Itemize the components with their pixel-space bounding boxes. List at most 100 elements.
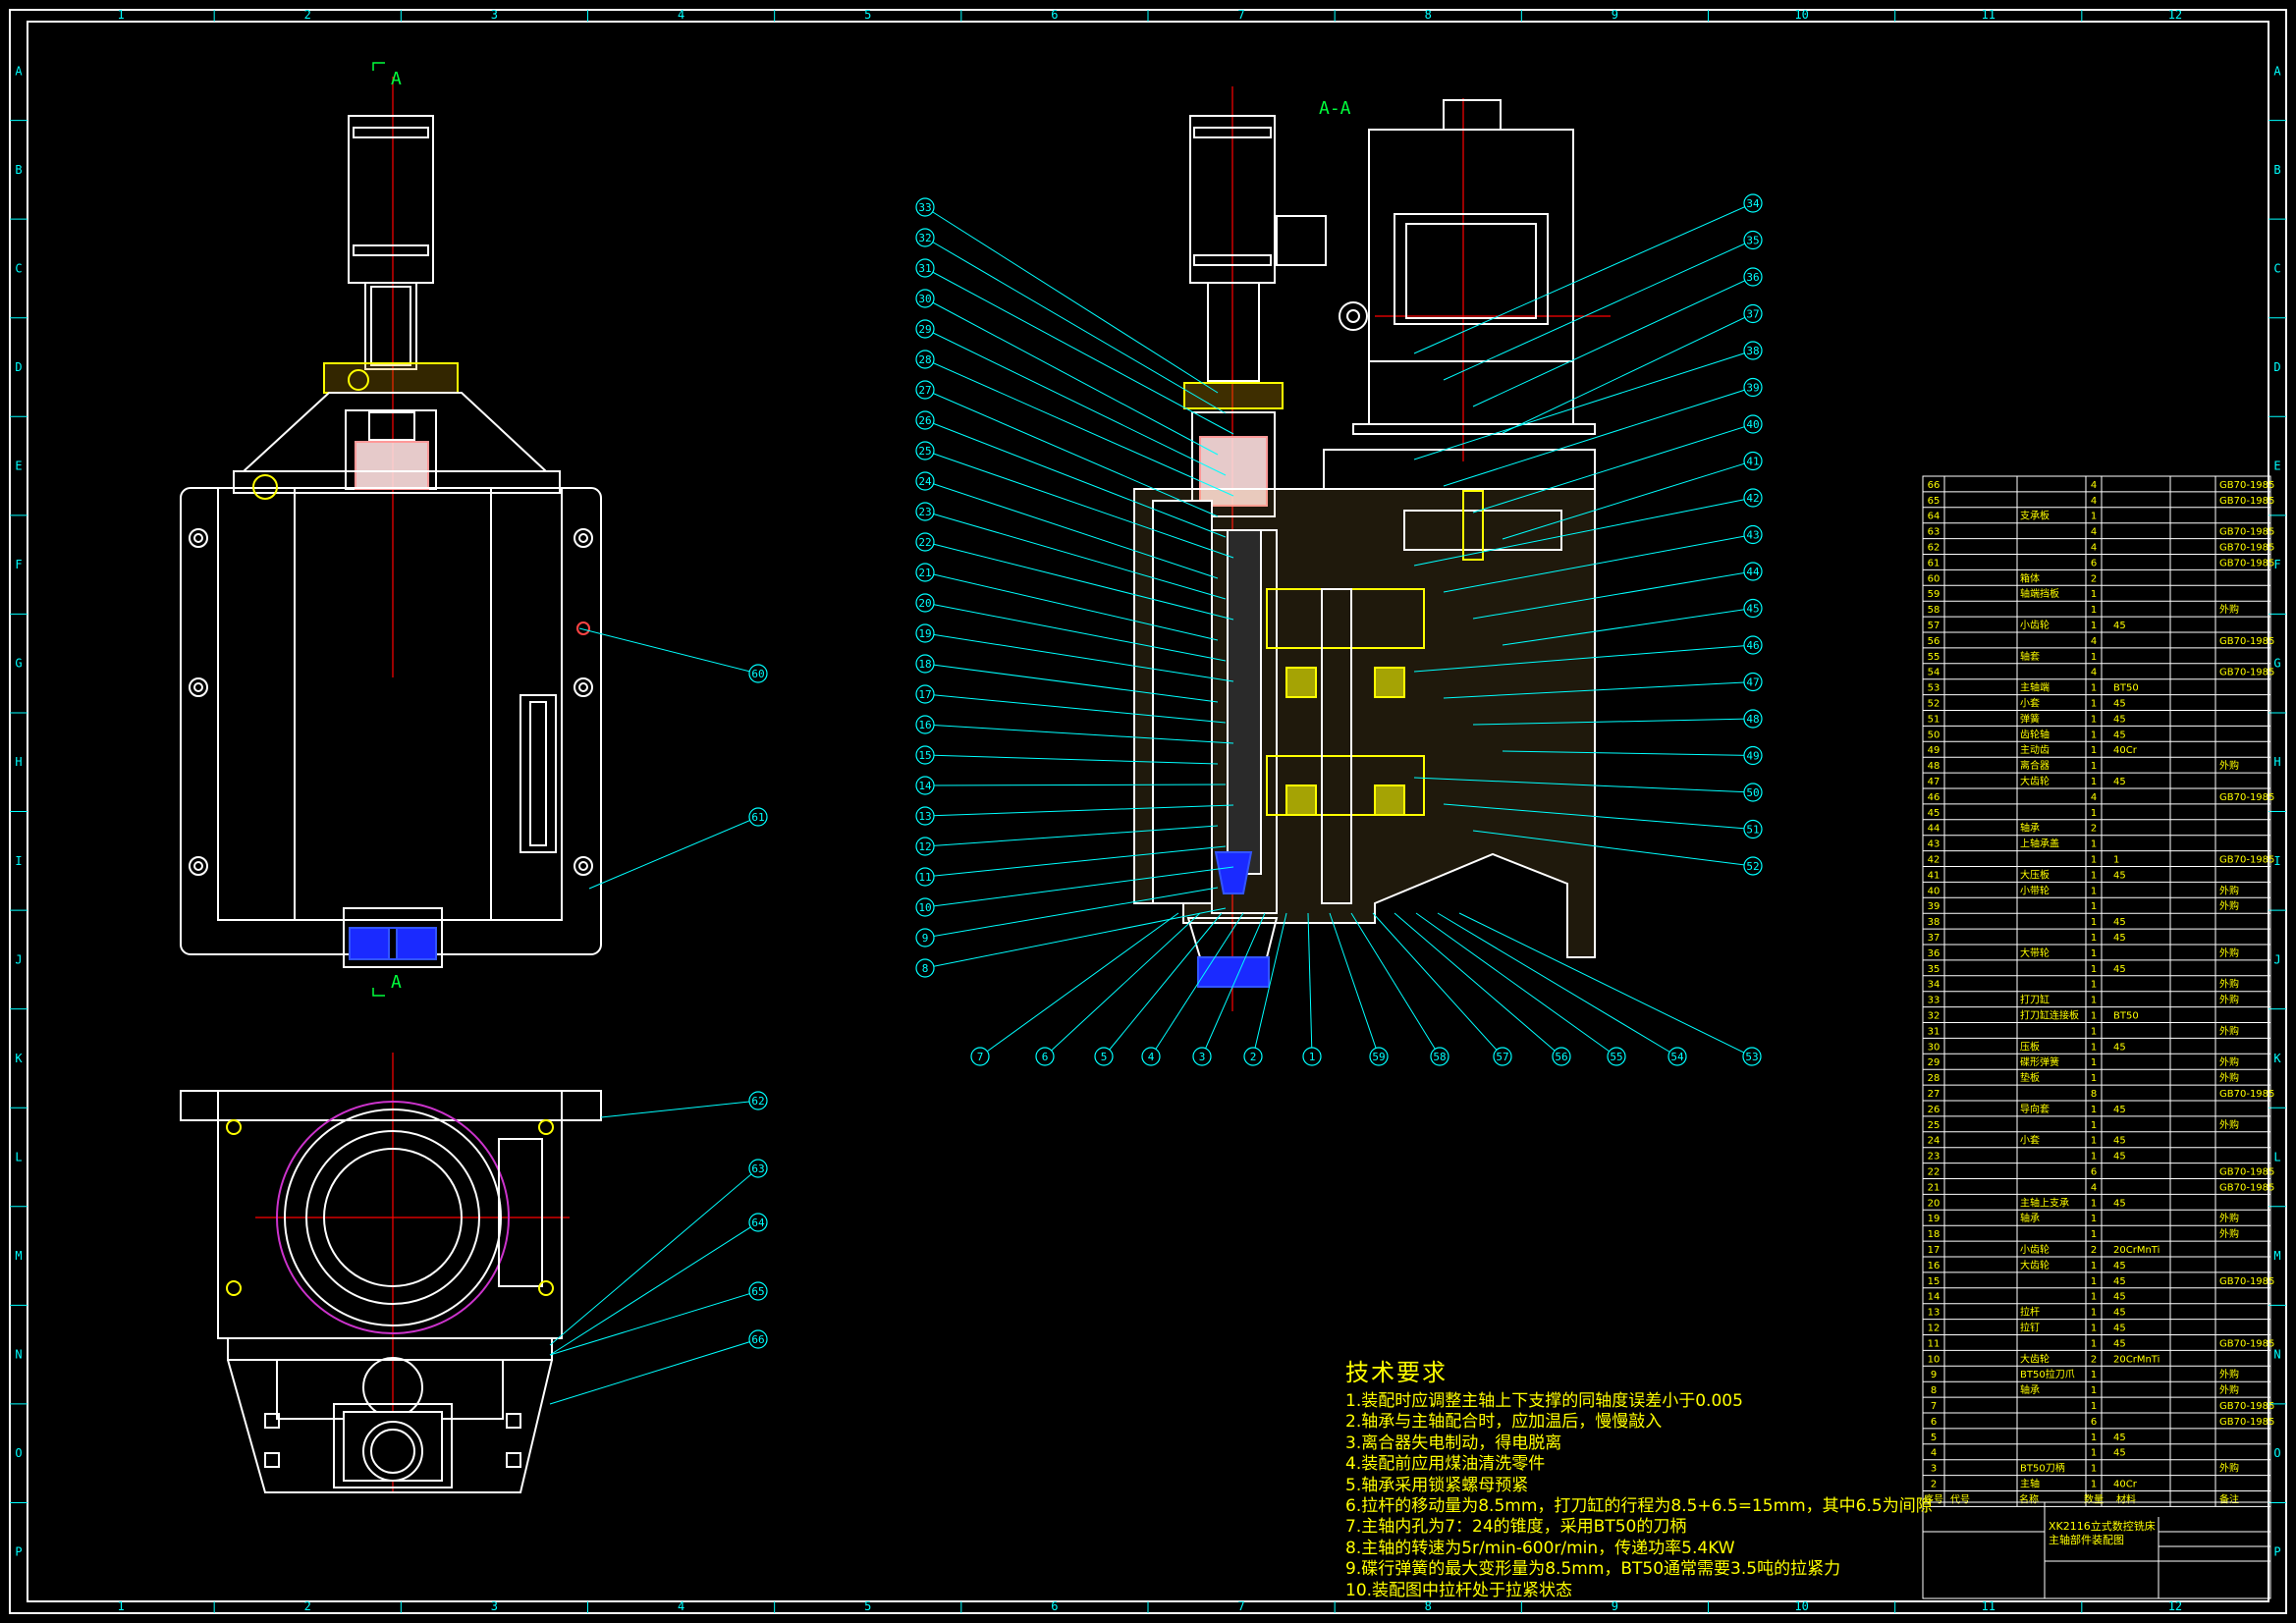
bom-row-qty: 1 — [2091, 933, 2097, 944]
bom-row-qty: 1 — [2091, 1214, 2097, 1224]
bom-header-cell: 备注 — [2219, 1492, 2239, 1505]
part-balloon — [915, 502, 935, 521]
leader-line — [924, 206, 1219, 394]
grid-row-label: F — [2273, 558, 2280, 571]
bom-row-qty: 1 — [2091, 1057, 2097, 1068]
leader-line — [1413, 202, 1754, 354]
grid-col-label: 9 — [1612, 8, 1618, 22]
bom-row-number: 35 — [1928, 964, 1941, 975]
grid-row-label: H — [15, 755, 22, 769]
bom-row-qty: 1 — [2091, 1370, 2097, 1380]
part-number: 26 — [918, 414, 931, 427]
leader-line — [1150, 912, 1244, 1057]
bom-row-remark: GB70-1985 — [2219, 1276, 2274, 1287]
grid-col-label: 3 — [491, 8, 498, 22]
part-number: 1 — [1309, 1051, 1316, 1063]
bom-row-remark: GB70-1985 — [2219, 1401, 2274, 1412]
bom-row-number: 3 — [1931, 1464, 1937, 1475]
bom-row-qty: 1 — [2091, 1292, 2097, 1303]
bom-row-material: 45 — [2113, 1276, 2126, 1287]
leader-line — [924, 754, 1219, 765]
part-number: 46 — [1746, 639, 1759, 652]
leader-line — [1472, 423, 1754, 514]
part-number: 11 — [918, 871, 931, 884]
part-balloon — [915, 806, 935, 826]
bom-row-qty: 1 — [2091, 1152, 2097, 1163]
leader-line — [924, 358, 1234, 497]
bom-row-material: 45 — [2113, 1152, 2126, 1163]
bom-row-remark: GB70-1985 — [2219, 558, 2274, 568]
leader-line — [549, 1221, 759, 1356]
technical-requirements: 技术要求 1.装配时应调整主轴上下支撑的同轴度误差小于0.005 2.轴承与主轴… — [1345, 1353, 1933, 1601]
bom-row-name: 大齿轮 — [2020, 1259, 2050, 1271]
bom-row-qty: 2 — [2091, 1354, 2097, 1365]
bom-row-qty: 1 — [2091, 855, 2097, 866]
bom-row-number: 18 — [1928, 1229, 1941, 1240]
grid-col-label: 2 — [304, 1599, 311, 1613]
part-number: 8 — [922, 962, 929, 975]
grid-row-label: C — [15, 261, 22, 275]
part-number: 22 — [918, 536, 931, 549]
bom-row-name: 打刀缸连接板 — [2020, 1009, 2079, 1022]
part-number: 64 — [751, 1217, 765, 1229]
leader-line — [1413, 644, 1754, 673]
part-balloon — [1743, 856, 1763, 876]
part-number: 31 — [918, 262, 931, 275]
bom-row-qty: 4 — [2091, 668, 2097, 678]
bom-row-name: 主轴 — [2020, 1478, 2040, 1490]
leader-line — [924, 866, 1234, 908]
front-view — [180, 62, 602, 997]
bom-row-number: 28 — [1928, 1073, 1941, 1084]
bom-row-number: 43 — [1928, 839, 1941, 850]
leader-line — [924, 267, 1234, 435]
bom-row-number: 11 — [1928, 1338, 1941, 1349]
bom-row-number: 52 — [1928, 699, 1941, 710]
bom-row-qty: 6 — [2091, 1417, 2097, 1428]
part-balloon — [1035, 1047, 1055, 1066]
grid-row-label: D — [2273, 360, 2280, 374]
part-number: 54 — [1670, 1051, 1684, 1063]
leader-line — [1329, 912, 1380, 1057]
part-balloon — [1141, 1047, 1161, 1066]
leader-line — [1502, 608, 1754, 646]
part-balloon — [1243, 1047, 1263, 1066]
leader-line — [1472, 570, 1754, 620]
part-balloon — [1743, 341, 1763, 360]
leader-line — [924, 724, 1234, 744]
leader-line — [1372, 912, 1503, 1057]
leader-line — [1472, 276, 1754, 407]
grid-row-label: N — [2273, 1348, 2280, 1362]
grid-col-label: 9 — [1612, 1599, 1618, 1613]
bom-row-qty: 6 — [2091, 1167, 2097, 1178]
bom-row-name: 大带轮 — [2020, 947, 2050, 959]
bom-row-material: 40Cr — [2113, 745, 2138, 756]
leader-line — [1307, 912, 1313, 1057]
bom-row-name: 大压板 — [2020, 868, 2050, 881]
bom-row-material: 45 — [2113, 933, 2126, 944]
grid-row-label: L — [2273, 1150, 2280, 1163]
part-number: 40 — [1746, 418, 1759, 431]
bom-row-number: 24 — [1928, 1136, 1941, 1147]
part-number: 63 — [751, 1163, 764, 1175]
part-balloon — [748, 1159, 768, 1178]
bom-row-number: 50 — [1928, 730, 1941, 740]
grid-col-label: 4 — [678, 8, 684, 22]
part-balloon — [748, 807, 768, 827]
leader-line — [924, 907, 1227, 969]
bom-row-qty: 2 — [2091, 573, 2097, 584]
bom-row-number: 7 — [1931, 1401, 1937, 1412]
bom-row-material: 45 — [2113, 1448, 2126, 1459]
bom-row-remark: 外购 — [2219, 1024, 2239, 1037]
bom-row-number: 13 — [1928, 1308, 1941, 1319]
tech-item: 10.装配图中拉杆处于拉紧状态 — [1345, 1580, 1573, 1600]
grid-row-label: H — [2273, 755, 2280, 769]
bom-row-name: 支承板 — [2020, 510, 2050, 522]
part-balloon — [1743, 303, 1763, 324]
bom-row-material: 45 — [2113, 621, 2126, 631]
grid-col-label: 7 — [1237, 8, 1244, 22]
bom-row-name: 轴承 — [2020, 822, 2040, 835]
leader-line — [924, 804, 1234, 817]
grid-row-label: B — [2273, 163, 2280, 177]
part-number: 20 — [918, 597, 931, 610]
